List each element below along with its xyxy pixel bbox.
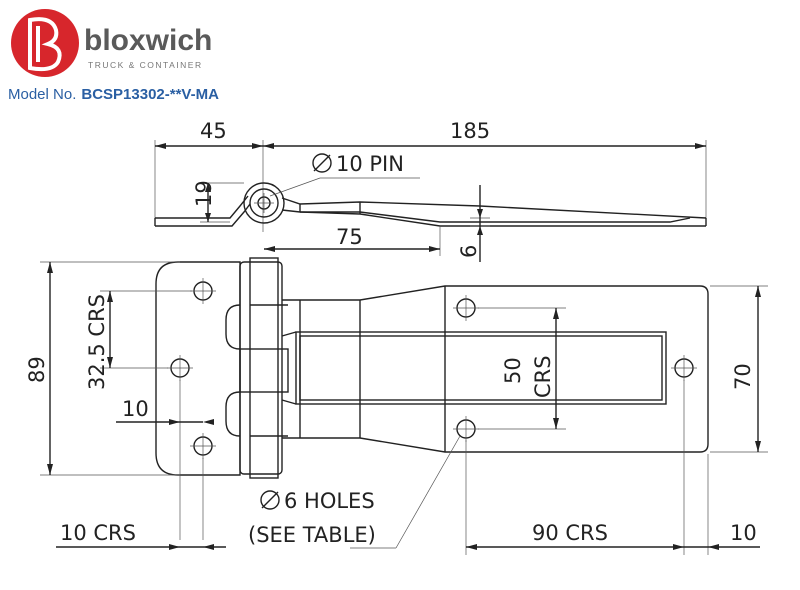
dim-75: 75 [336,225,363,249]
dim-45: 45 [200,119,227,143]
model-number: BCSP13302-**V-MA [81,86,219,103]
dim-10-right: 10 [730,521,757,545]
brand-logo: bloxwich TRUCK & CONTAINER [8,8,248,80]
dim-10-crs: 10 CRS [60,521,136,545]
mounting-hole [167,355,193,381]
dim-pin: 10 PIN [336,152,404,176]
mounting-hole [190,278,216,304]
mounting-hole [453,295,479,321]
dim-185: 185 [450,119,490,143]
mounting-hole [671,355,697,381]
dim-70: 70 [731,363,755,390]
dim-6: 6 [457,245,481,258]
dim-50-crs: CRS [531,355,555,398]
holes-note-line2: (SEE TABLE) [248,523,376,547]
dim-90-crs: 90 CRS [532,521,608,545]
mounting-hole [190,433,216,459]
dim-89: 89 [25,356,49,383]
dim-10-left: 10 [122,397,149,421]
dim-32-5-crs: 32.5 CRS [85,294,109,390]
plan-view: 89 32.5 CRS 10 10 CRS 50 CRS 70 [25,257,768,555]
model-label: Model No. [8,86,77,103]
model-number-line: Model No.BCSP13302-**V-MA [8,86,219,103]
dim-50: 50 [501,357,525,384]
brand-name: bloxwich [84,24,212,57]
brand-tagline: TRUCK & CONTAINER [88,60,203,70]
dim-19: 19 [192,180,216,207]
holes-note-line1: 6 HOLES [284,489,375,513]
side-view: 45 185 10 PIN 19 [154,119,707,262]
mounting-hole [453,416,479,442]
